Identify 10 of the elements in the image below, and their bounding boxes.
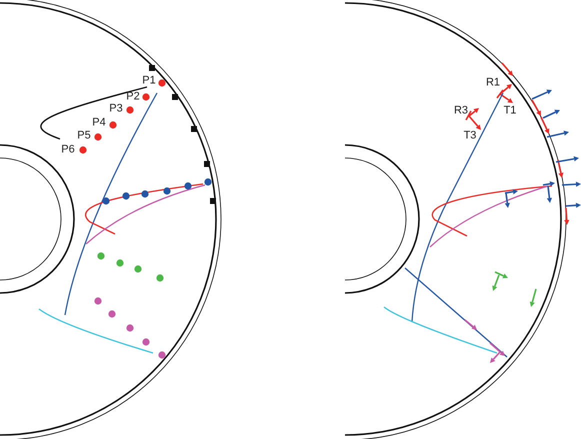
point-label: P6: [61, 144, 75, 156]
point-label: P2: [126, 92, 140, 102]
point-label: P4: [92, 118, 106, 128]
point-label: P5: [77, 130, 91, 142]
point-label: P3: [109, 104, 123, 114]
point-label: T3: [464, 130, 476, 142]
point-label: T1: [504, 106, 516, 116]
point-label: R1: [486, 78, 500, 88]
point-label: R3: [454, 106, 468, 116]
point-label: P1: [142, 76, 156, 86]
